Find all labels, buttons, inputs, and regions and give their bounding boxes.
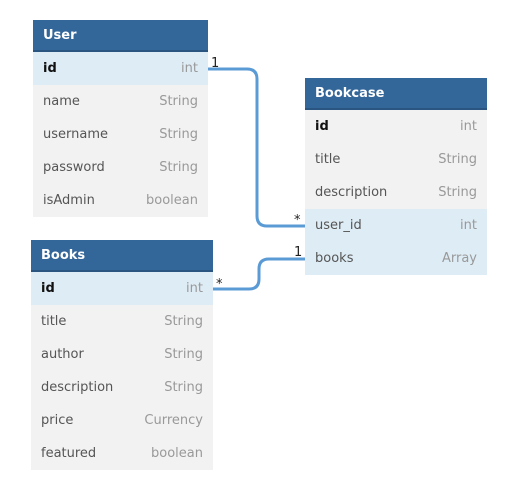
column-type: String: [159, 94, 198, 109]
column-name: password: [43, 160, 105, 175]
column-name: books: [315, 251, 354, 266]
column-name: id: [43, 61, 57, 76]
column-type: String: [438, 185, 477, 200]
column-type: String: [159, 127, 198, 142]
column-type: String: [438, 152, 477, 167]
books-bookcase-cardinality-many: *: [216, 277, 223, 292]
user-bookcase-cardinality-many: *: [294, 213, 301, 228]
user-bookcase-cardinality-one: 1: [211, 56, 219, 71]
column-type: String: [159, 160, 198, 175]
column-name: id: [41, 281, 55, 296]
table-row[interactable]: password String: [33, 151, 208, 184]
books-bookcase-link: [213, 257, 305, 291]
table-row[interactable]: user_id int: [305, 209, 487, 242]
table-bookcase[interactable]: Bookcase id int title String description…: [305, 78, 487, 275]
table-row[interactable]: author String: [31, 338, 213, 371]
column-name: price: [41, 413, 74, 428]
table-bookcase-header[interactable]: Bookcase: [305, 78, 487, 110]
table-books-header[interactable]: Books: [31, 240, 213, 272]
column-name: username: [43, 127, 108, 142]
column-name: featured: [41, 446, 97, 461]
table-user[interactable]: User id int name String username String …: [33, 20, 208, 217]
user-bookcase-link: [208, 67, 305, 228]
table-row[interactable]: isAdmin boolean: [33, 184, 208, 217]
table-row[interactable]: featured boolean: [31, 437, 213, 470]
table-user-header[interactable]: User: [33, 20, 208, 52]
column-type: int: [181, 61, 198, 76]
column-name: description: [41, 380, 114, 395]
table-row[interactable]: id int: [31, 272, 213, 305]
table-row[interactable]: title String: [305, 143, 487, 176]
column-name: isAdmin: [43, 193, 95, 208]
column-name: title: [41, 314, 67, 329]
column-type: String: [164, 314, 203, 329]
column-name: title: [315, 152, 341, 167]
table-books[interactable]: Books id int title String author String …: [31, 240, 213, 470]
column-name: user_id: [315, 218, 362, 233]
table-row[interactable]: description String: [305, 176, 487, 209]
column-type: int: [186, 281, 203, 296]
column-type: Currency: [144, 413, 203, 428]
column-name: id: [315, 119, 329, 134]
table-row[interactable]: price Currency: [31, 404, 213, 437]
column-name: name: [43, 94, 80, 109]
column-type: String: [164, 380, 203, 395]
column-name: description: [315, 185, 388, 200]
column-type: int: [460, 119, 477, 134]
table-row[interactable]: description String: [31, 371, 213, 404]
table-row[interactable]: books Array: [305, 242, 487, 275]
table-row[interactable]: id int: [305, 110, 487, 143]
column-type: int: [460, 218, 477, 233]
books-bookcase-cardinality-one: 1: [294, 245, 302, 260]
column-type: String: [164, 347, 203, 362]
table-row[interactable]: name String: [33, 85, 208, 118]
table-row[interactable]: title String: [31, 305, 213, 338]
column-type: Array: [441, 251, 477, 266]
column-name: author: [41, 347, 84, 362]
table-row[interactable]: id int: [33, 52, 208, 85]
table-row[interactable]: username String: [33, 118, 208, 151]
column-type: boolean: [151, 446, 203, 461]
column-type: boolean: [146, 193, 198, 208]
